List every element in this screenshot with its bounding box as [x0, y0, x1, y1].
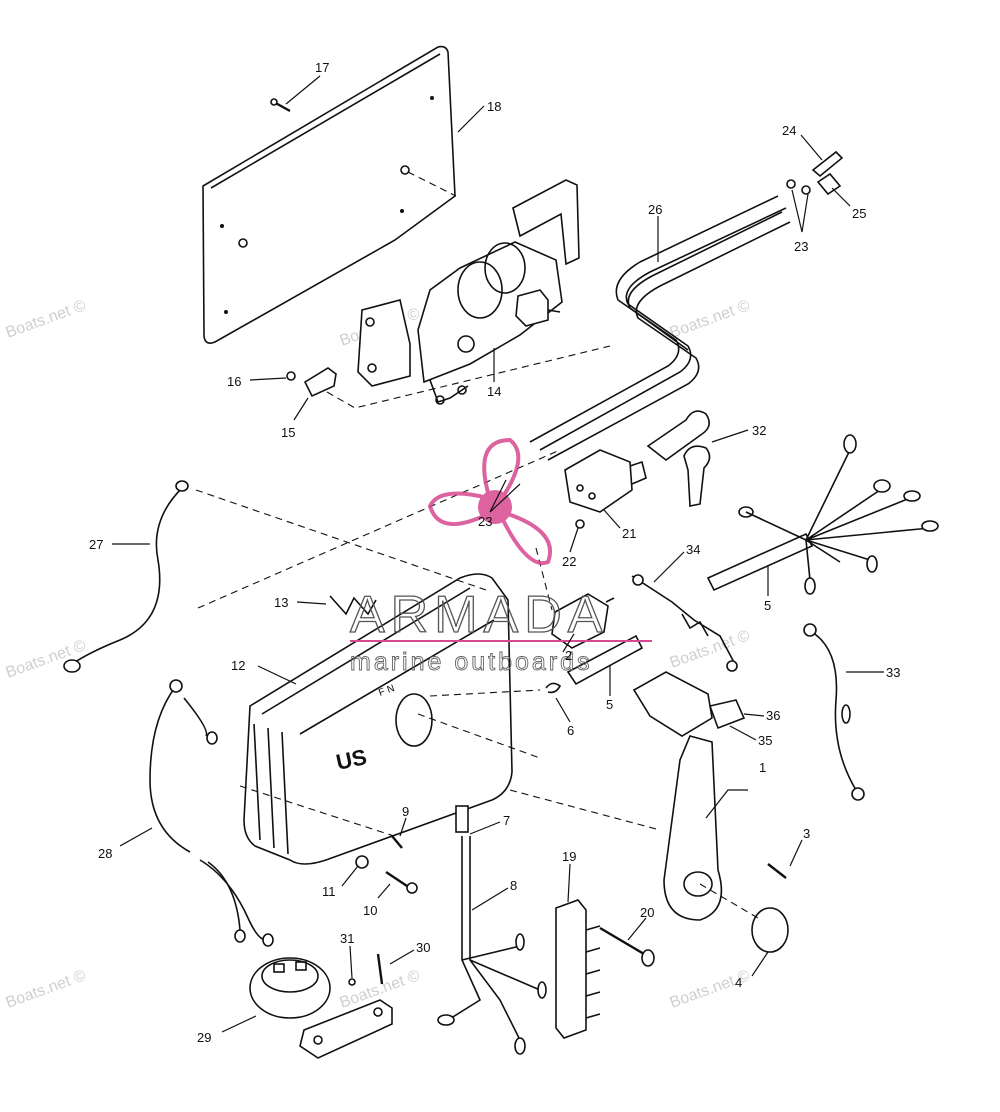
part-8-harness	[437, 836, 547, 1055]
part-25-connector	[816, 172, 842, 196]
callout-16: 16	[227, 374, 241, 389]
part-2-switch	[551, 593, 615, 649]
callout-13: 13	[274, 595, 288, 610]
callout-2: 2	[565, 648, 572, 663]
watermark: Boats.net ©	[4, 637, 89, 682]
callout-10: 10	[363, 903, 377, 918]
part-5-wiring-harness	[706, 434, 939, 595]
part-13-spring	[329, 595, 377, 616]
part-33-lead-wire	[803, 623, 865, 801]
callout-30: 30	[416, 940, 430, 955]
callout-8: 8	[510, 878, 517, 893]
part-18-mounting-plate	[202, 45, 456, 344]
callout-21: 21	[622, 526, 636, 541]
part-28-lead-wire	[149, 679, 274, 947]
logo-title: ARMADA	[350, 586, 608, 644]
armada-logo: ARMADA marine outboards	[349, 437, 652, 676]
part-7-grommet	[455, 805, 469, 833]
callout-24: 24	[782, 123, 796, 138]
callout-27: 27	[89, 537, 103, 552]
callout-36: 36	[766, 708, 780, 723]
part-23-nuts-upper	[786, 179, 811, 195]
callout-29: 29	[197, 1030, 211, 1045]
callout-3: 3	[803, 826, 810, 841]
callout-26: 26	[648, 202, 662, 217]
watermark: Boats.net ©	[4, 297, 89, 342]
part-30-screw	[376, 953, 384, 985]
callout-15: 15	[281, 425, 295, 440]
callout-14: 14	[487, 384, 501, 399]
part-20-bolt	[599, 926, 655, 967]
part-5-sleeve	[566, 634, 644, 686]
part-12-control-housing: US F N	[243, 573, 513, 865]
callout-25: 25	[852, 206, 866, 221]
part-1-control-lever	[632, 671, 746, 921]
watermark: Boats.net ©	[668, 627, 753, 672]
watermark: Boats.net ©	[4, 967, 89, 1012]
part-26-control-cables	[529, 195, 791, 461]
callout-7: 7	[503, 813, 510, 828]
logo-tagline: marine outboards	[350, 648, 593, 676]
part-17-screw	[270, 98, 291, 113]
callout-6: 6	[567, 723, 574, 738]
housing-emblem: US	[334, 744, 369, 775]
shift-letters: F N	[377, 683, 396, 699]
callout-12: 12	[231, 658, 245, 673]
callout-34: 34	[686, 542, 700, 557]
callout-22: 22	[562, 554, 576, 569]
part-3-pin	[767, 863, 787, 879]
callout-9: 9	[402, 804, 409, 819]
part-15-block	[303, 367, 337, 398]
part-29-horn	[249, 957, 393, 1059]
callout-5-sleeve: 5	[606, 697, 613, 712]
propeller-icon	[427, 437, 552, 566]
part-10-bolt	[385, 871, 418, 894]
part-14-control-mechanism	[357, 179, 580, 405]
part-31-washer	[348, 978, 356, 986]
part-11-washer	[355, 855, 369, 869]
part-19-bracket	[555, 899, 601, 1039]
part-6-clip	[545, 682, 562, 694]
part-16-nut	[286, 371, 296, 381]
callout-5: 5	[764, 598, 771, 613]
callout-11: 11	[322, 884, 336, 899]
callout-33: 33	[886, 665, 900, 680]
part-34-lanyard	[631, 574, 738, 672]
callout-23-center: 23	[478, 514, 492, 529]
part-4-knob	[751, 907, 789, 953]
callout-4: 4	[735, 975, 742, 990]
part-27-lead-wire	[63, 480, 189, 673]
part-9-screw	[391, 835, 403, 849]
callout-labels: 1 2 3 4 5 5 6 7 8 9 10 11 12 13 14 15 16…	[89, 60, 900, 1045]
part-24-connector	[811, 150, 844, 178]
callout-35: 35	[758, 733, 772, 748]
callout-20: 20	[640, 905, 654, 920]
callout-28: 28	[98, 846, 112, 861]
assembly-lines	[195, 171, 759, 919]
part-22-nut	[575, 519, 585, 529]
callout-32: 32	[752, 423, 766, 438]
callout-19: 19	[562, 849, 576, 864]
callout-23-upper: 23	[794, 239, 808, 254]
callout-31: 31	[340, 931, 354, 946]
callout-1: 1	[759, 760, 766, 775]
part-21-ignition-switch	[564, 449, 647, 513]
callout-17: 17	[315, 60, 329, 75]
part-32-keys	[646, 410, 711, 507]
callout-18: 18	[487, 99, 501, 114]
watermark: Boats.net ©	[668, 297, 753, 342]
